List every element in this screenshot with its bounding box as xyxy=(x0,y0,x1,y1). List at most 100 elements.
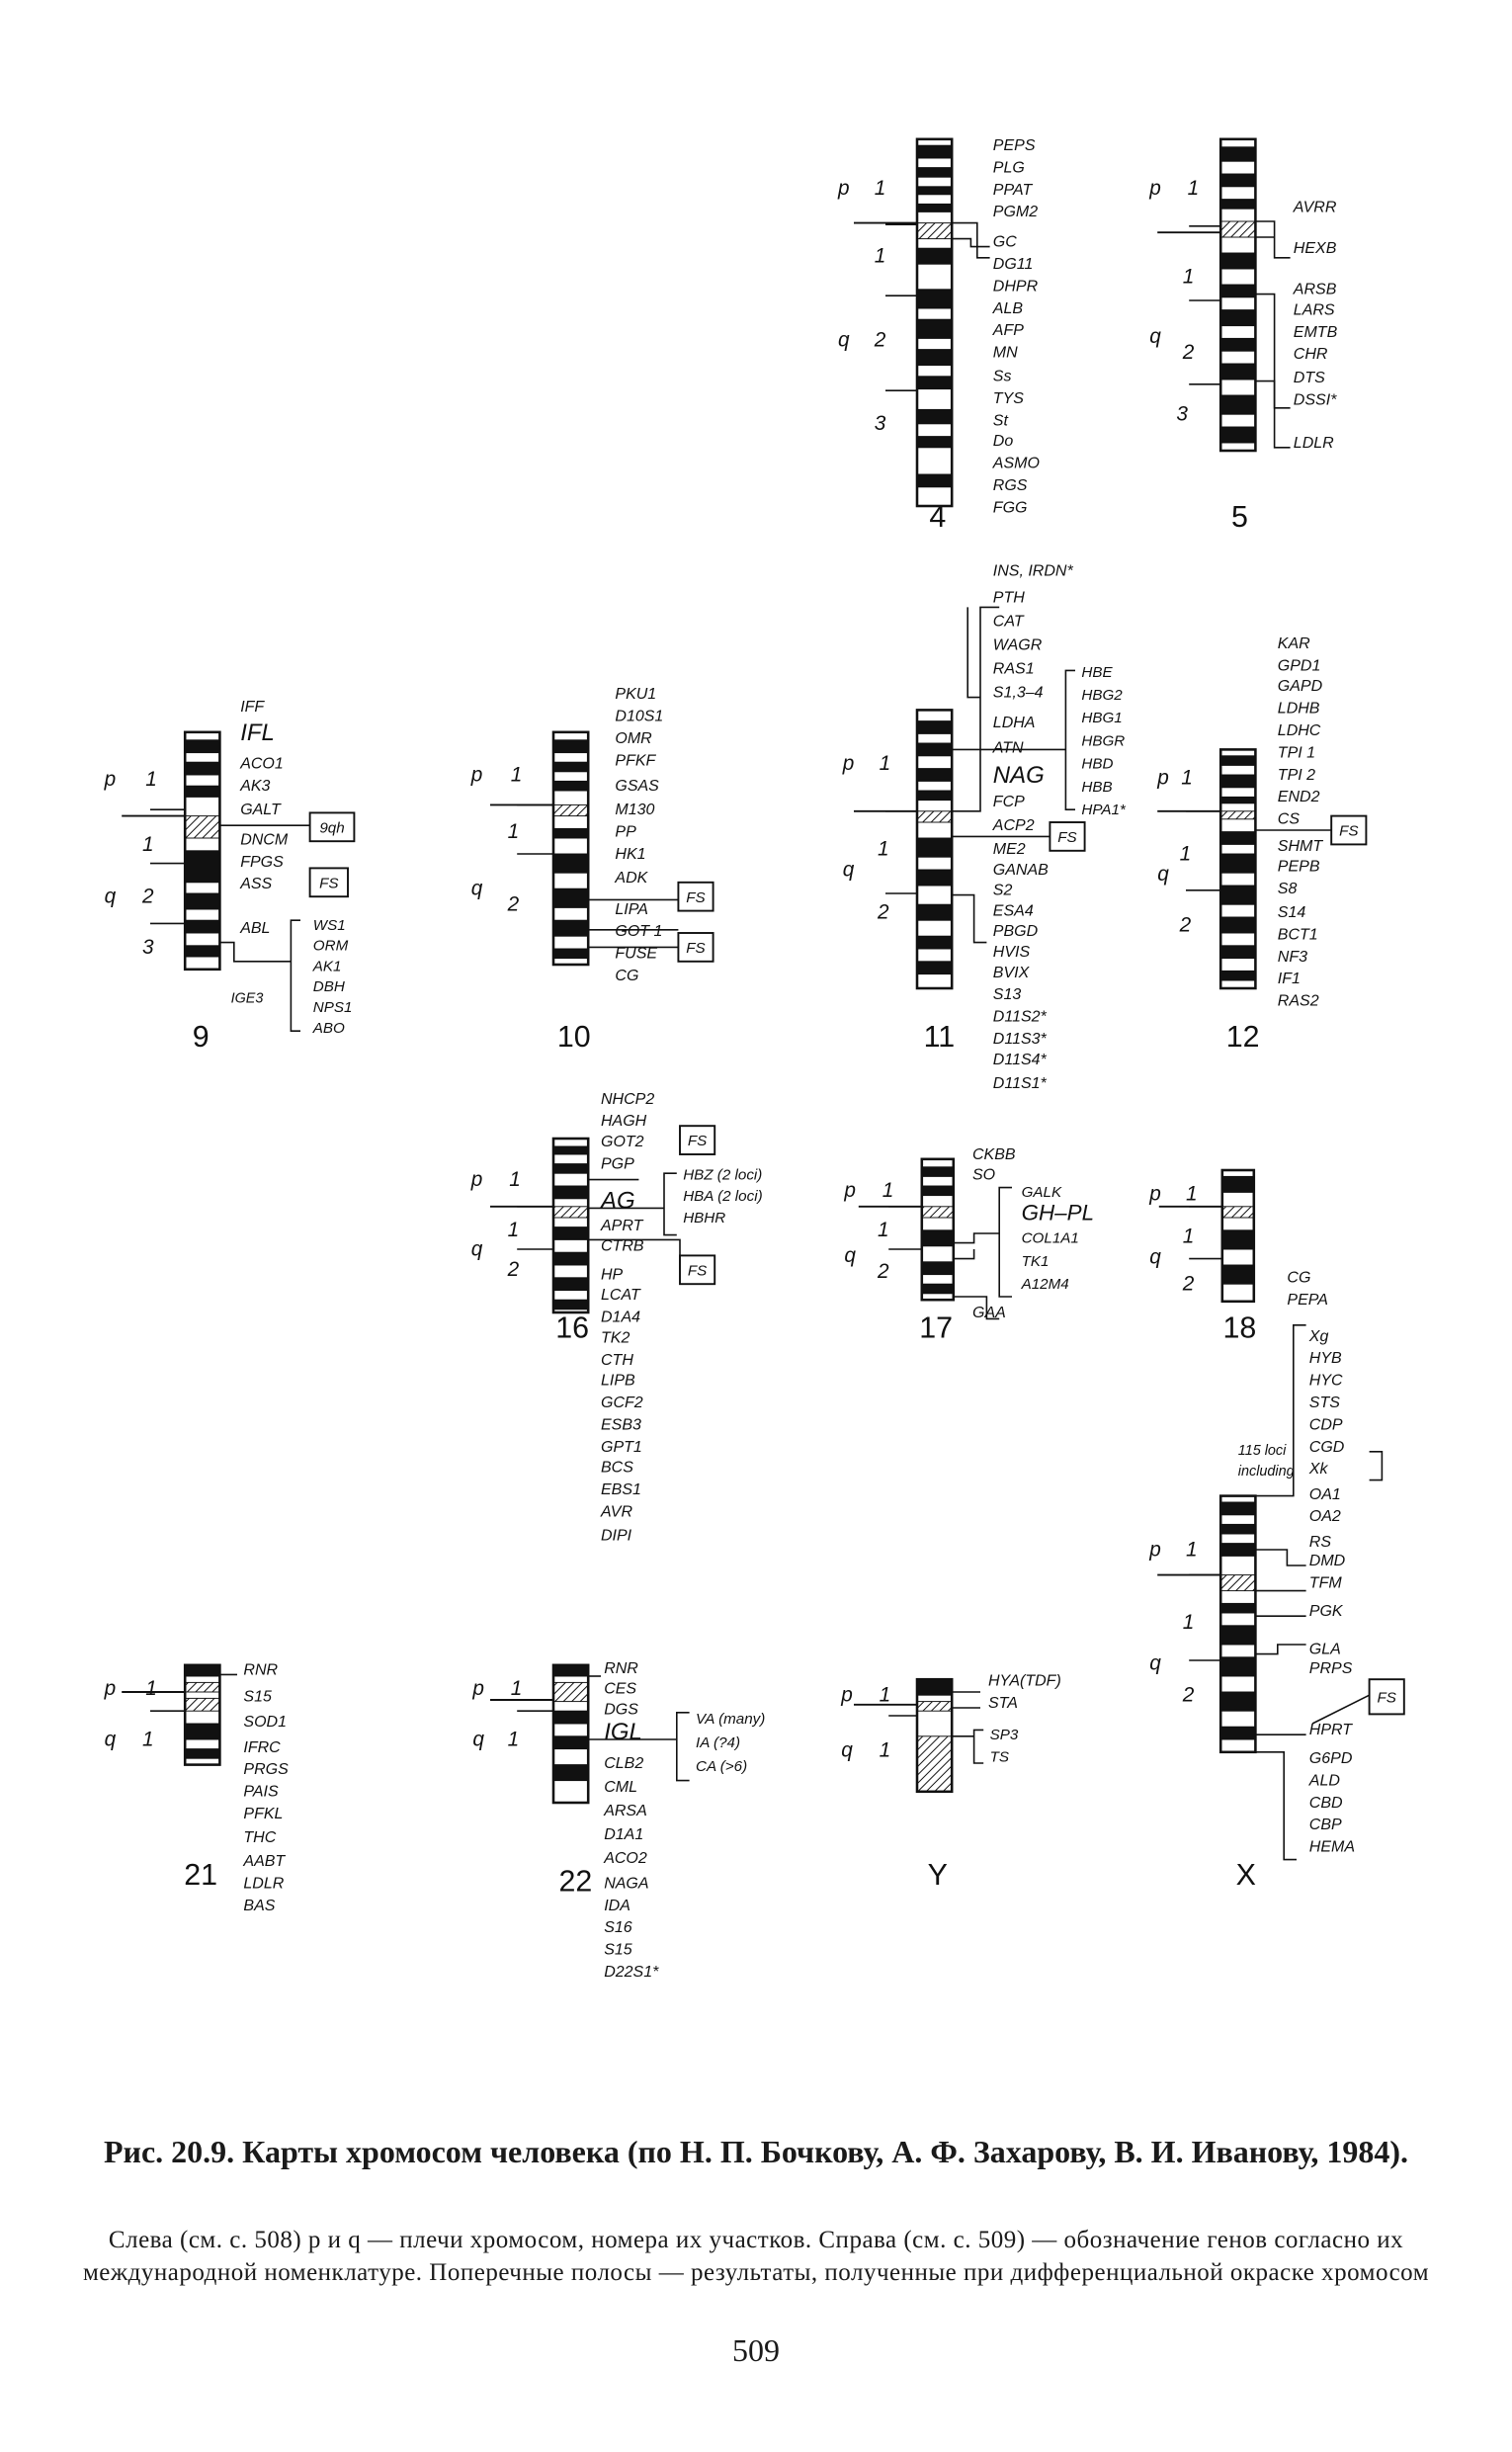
arm-label: p xyxy=(1148,1538,1161,1561)
region-number: 1 xyxy=(882,1179,894,1202)
arm-label: q xyxy=(1149,325,1161,348)
chromosome-band xyxy=(552,888,589,908)
gene-label: GLA xyxy=(1309,1642,1341,1658)
gene-label: SO xyxy=(972,1167,995,1184)
gene-label: LDHC xyxy=(1278,722,1321,739)
gene-label: ACP2 xyxy=(992,817,1035,834)
gene-label: HYB xyxy=(1309,1350,1342,1367)
chromosome-band xyxy=(184,785,220,798)
chromosome-band xyxy=(921,1283,955,1295)
chromosome-band xyxy=(916,247,953,265)
gene-label: D11S3* xyxy=(993,1031,1048,1048)
gene-label: IDA xyxy=(604,1898,630,1914)
gene-label: D10S1 xyxy=(615,709,663,725)
gene-label: AVRR xyxy=(1293,199,1337,215)
gene-label: MN xyxy=(993,345,1018,362)
region-number: 1 xyxy=(875,245,886,268)
gene-label: CES xyxy=(604,1681,636,1698)
chromosome-5: pq1123AVRRHEXBARSBLARSEMTBCHRDTSDSSI*LDL… xyxy=(1148,137,1338,534)
gene-label: CLB2 xyxy=(604,1755,643,1772)
gene-label: DTS xyxy=(1294,370,1325,386)
gene-label: LDHB xyxy=(1278,701,1320,718)
box-label: FS xyxy=(1057,829,1076,846)
box-label: FS xyxy=(1339,823,1358,840)
chromosome-band xyxy=(552,1735,589,1750)
gene-label: PLG xyxy=(993,159,1025,176)
gene-label: S14 xyxy=(1278,904,1306,921)
gene-label: NAGA xyxy=(604,1875,648,1892)
gene-label: NF3 xyxy=(1278,949,1307,966)
region-number: 1 xyxy=(142,833,154,856)
gene-label: PRPS xyxy=(1309,1660,1353,1677)
gene-label: OA2 xyxy=(1309,1508,1341,1525)
centromere-band xyxy=(552,803,589,817)
gene-label: LDLR xyxy=(1294,435,1334,452)
gene-label: ME2 xyxy=(993,841,1026,858)
chromosome-band xyxy=(1219,284,1256,298)
chromosome-band xyxy=(552,827,589,839)
gene-label: DG11 xyxy=(993,256,1034,273)
chromosome-band xyxy=(1219,199,1256,210)
gene-label: TYS xyxy=(993,390,1024,407)
gene-label: Xg xyxy=(1308,1328,1329,1345)
chromosome-band xyxy=(916,742,953,757)
gene-label: KAR xyxy=(1278,635,1310,652)
region-number: 1 xyxy=(508,1728,520,1750)
gene-label: ASMO xyxy=(992,456,1040,472)
grouped-gene-label: HBZ (2 loci) xyxy=(683,1167,762,1184)
chromosome-band xyxy=(1219,755,1256,766)
centromere-band xyxy=(552,1206,589,1219)
gene-label: ESA4 xyxy=(993,902,1034,919)
gene-label: TFM xyxy=(1309,1574,1343,1591)
gene-label: CTRB xyxy=(601,1238,644,1255)
gene-label: OMR xyxy=(615,730,652,747)
region-number: 1 xyxy=(1183,1226,1195,1248)
gene-label: HAGH xyxy=(601,1113,647,1130)
region-number: 1 xyxy=(878,838,889,861)
chromosome-number: 22 xyxy=(558,1865,592,1899)
gene-label: PAIS xyxy=(243,1784,279,1801)
region-number: 2 xyxy=(1182,1684,1195,1707)
chromosome-band xyxy=(916,903,953,921)
chromosome-band xyxy=(916,436,953,449)
chromosome-21: pq11RNRS15SOD1IFRCPRGSPAISPFKLTHCAABTLDL… xyxy=(104,1661,289,1913)
box-label: FS xyxy=(688,1262,707,1279)
arm-label: p xyxy=(471,1677,484,1700)
chromosome-band xyxy=(1219,774,1256,789)
figure-caption-title: Рис. 20.9. Карты хромосом человека (по Н… xyxy=(103,2134,1409,2169)
chromosome-body xyxy=(920,1157,956,1302)
gene-label: ACO2 xyxy=(603,1850,647,1867)
chromosome-band xyxy=(916,961,953,975)
gene-label: PEPB xyxy=(1278,859,1320,876)
gene-label: CHR xyxy=(1294,346,1328,363)
gene-label: LARS xyxy=(1294,301,1335,318)
chromosome-band xyxy=(1219,146,1256,162)
chromosome-band xyxy=(916,186,953,196)
centromere-band xyxy=(1219,220,1256,238)
fs-box xyxy=(677,881,714,912)
figure-caption-body: Слева (см. с. 508) p и q — плечи хромосо… xyxy=(82,2227,1430,2286)
gene-label: PGP xyxy=(601,1155,634,1172)
grouped-gene-label: HBHR xyxy=(683,1210,725,1226)
grouped-gene-label: GH–PL xyxy=(1022,1200,1094,1225)
gene-label: PPAT xyxy=(993,182,1034,199)
gene-label: PEPA xyxy=(1287,1292,1328,1309)
chromosome-band xyxy=(916,289,953,309)
gene-label: TPI 1 xyxy=(1278,744,1315,761)
grouped-gene-label: HBD xyxy=(1081,756,1113,773)
chromosome-band xyxy=(552,1764,589,1782)
chromosome-body xyxy=(183,1663,221,1766)
gene-label: CML xyxy=(604,1779,637,1796)
region-number: 2 xyxy=(874,328,886,351)
chromosome-number: 5 xyxy=(1231,500,1248,534)
chromosome-4: pq1123PEPSPLGPPATPGM2GCDG11DHPRALBAFPMNS… xyxy=(837,137,1040,534)
gene-label: HP xyxy=(601,1266,624,1283)
chromosome-band xyxy=(552,1277,589,1292)
gene-label: GOT2 xyxy=(601,1134,644,1150)
region-number: 2 xyxy=(141,886,154,908)
arm-label: p xyxy=(843,1179,856,1202)
chromosome-band xyxy=(552,1251,589,1266)
gene-label: HEMA xyxy=(1309,1839,1355,1856)
gene-label: CAT xyxy=(993,614,1025,631)
